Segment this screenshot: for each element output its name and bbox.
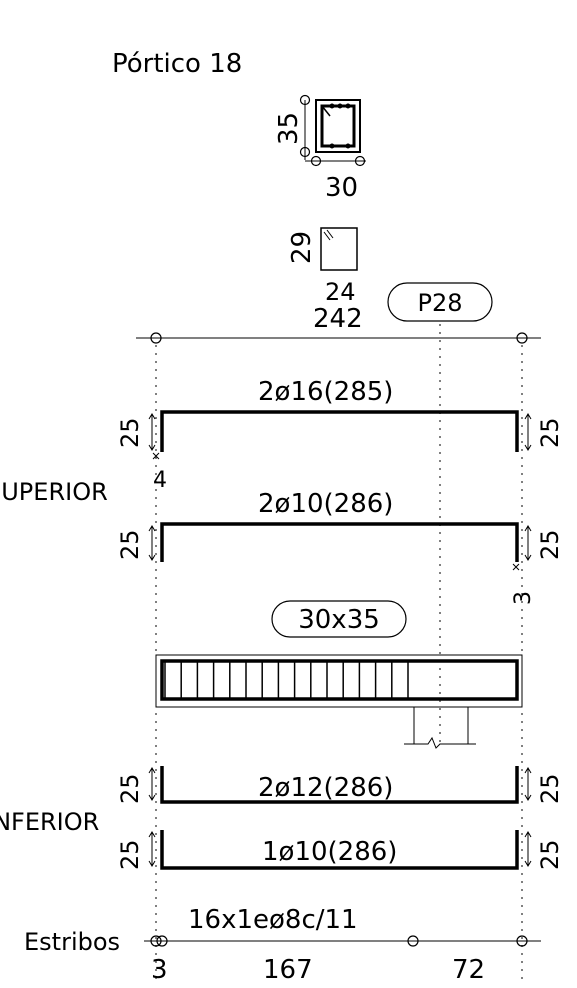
superior-bar2-label: 2ø10(286) [258, 489, 393, 519]
column-tag: P28 [417, 289, 462, 317]
superior-bar1-right-hook: 25 [536, 417, 564, 448]
column-section [299, 94, 366, 167]
inferior-bar2-label: 1ø10(286) [262, 837, 397, 867]
superior-bar2-right-hook: 25 [536, 529, 564, 560]
small-section-width-label: 24 [325, 278, 356, 306]
stirrups-node-start [156, 935, 168, 947]
stirrups-dim-left: 3 [151, 955, 168, 985]
superior-bar2-left-dim [148, 525, 156, 561]
stirrups-label: Estribos [24, 928, 120, 956]
inferior-bar2-right-hook: 25 [536, 839, 564, 870]
stirrups-node-right [516, 935, 528, 947]
column-tag-frame [387, 282, 493, 322]
inferior-bar2 [160, 830, 519, 870]
superior-bar1-label: 2ø16(285) [258, 377, 393, 407]
superior-bar1-anchor-mark [152, 452, 160, 460]
inferior-bar2-right-dim [524, 831, 532, 867]
span-left-node [150, 332, 162, 344]
small-section-height-label: 29 [287, 231, 317, 264]
inferior-bar1-left-hook: 25 [116, 773, 144, 804]
superior-bar2-right-anchor: 3 [511, 591, 536, 605]
inferior-label: INFERIOR [0, 808, 99, 836]
inferior-bar1 [160, 766, 519, 804]
superior-bar1-right-dim [524, 413, 532, 451]
superior-bar2 [160, 522, 519, 562]
inferior-bar2-left-hook: 25 [116, 839, 144, 870]
superior-bar2-left-hook: 25 [116, 529, 144, 560]
beam-size-tag: 30x35 [298, 605, 380, 635]
superior-bar1 [160, 410, 519, 452]
stirrup-ticks [164, 661, 409, 699]
stirrups-dim-right: 72 [452, 955, 485, 985]
stirrups-node-left [150, 935, 162, 947]
superior-bar1-left-hook: 25 [116, 417, 144, 448]
inferior-bar1-left-dim [148, 767, 156, 801]
superior-bar2-right-dim [524, 525, 532, 561]
span-right-node [516, 332, 528, 344]
superior-bar2-anchor-mark [512, 563, 520, 571]
beam-size-frame [271, 600, 407, 638]
stirrups-node-end [407, 935, 419, 947]
section-height-label: 35 [274, 112, 304, 145]
inferior-bar1-right-dim [524, 767, 532, 801]
section-width-label: 30 [325, 173, 358, 203]
drawing-title: Pórtico 18 [112, 49, 242, 79]
superior-bar1-left-anchor: 4 [153, 468, 167, 493]
small-section [320, 227, 358, 271]
inferior-bar1-right-hook: 25 [536, 773, 564, 804]
inferior-bar2-left-dim [148, 831, 156, 867]
stirrups-dim-middle: 167 [263, 955, 313, 985]
inferior-bar1-label: 2ø12(286) [258, 773, 393, 803]
beam-elevation [155, 654, 523, 749]
superior-label: SUPERIOR [0, 478, 108, 506]
stirrups-spec: 16x1eø8c/11 [188, 905, 358, 935]
span-length-label: 242 [313, 304, 363, 334]
superior-bar1-left-dim [148, 413, 156, 451]
